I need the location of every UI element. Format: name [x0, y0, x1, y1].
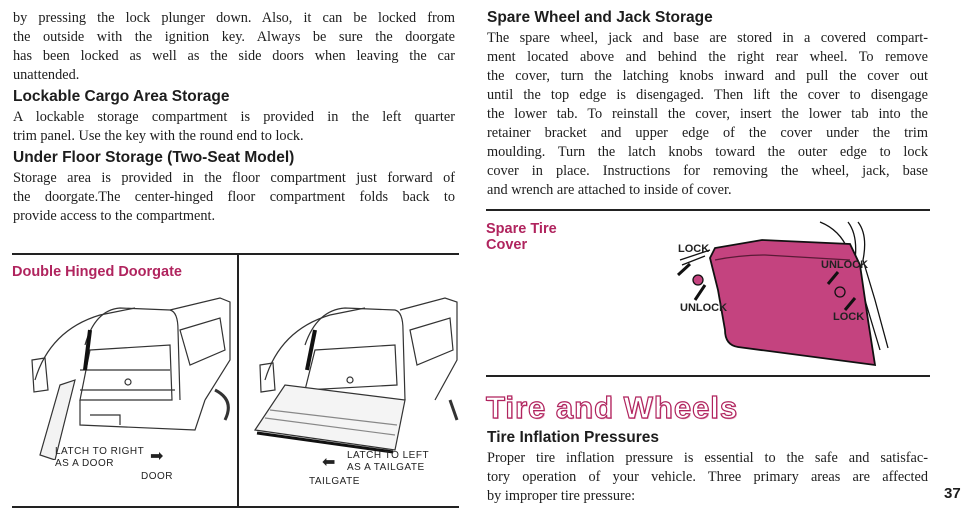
chapter-title: Tire and Wheels [485, 389, 739, 425]
body-line: by improper tire pressure: [487, 488, 636, 504]
divider [486, 209, 930, 211]
body-line: Storage area is provided in the floor co… [13, 170, 455, 186]
page-number: 37 [944, 485, 961, 502]
body-line: the lower tab. To reinstall the cover, i… [487, 106, 928, 122]
divider [12, 506, 459, 508]
caption-line: AS A DOOR [55, 458, 114, 469]
divider [12, 253, 459, 255]
doorgate-tailgate-illustration [253, 297, 459, 454]
section-heading: Tire Inflation Pressures [487, 429, 659, 446]
lock-label: LOCK [678, 243, 710, 255]
caption-line: AS A TAILGATE [347, 462, 425, 473]
body-line: the outside with the ignition key. Alway… [13, 29, 455, 45]
section-heading: Under Floor Storage (Two-Seat Model) [13, 149, 295, 166]
body-line: until the top edge is disengaged. Then l… [487, 87, 928, 103]
body-line: cover in place. Instructions for removin… [487, 163, 928, 179]
doorgate-door-illustration [31, 297, 231, 460]
body-line: A lockable storage compartment is provid… [13, 109, 455, 125]
body-line: moulding. Turn the latch knobs toward th… [487, 144, 928, 160]
figure-title: Spare Tire Cover [486, 221, 557, 253]
section-heading: Spare Wheel and Jack Storage [487, 9, 713, 26]
body-line: provide access to the compartment. [13, 208, 216, 224]
body-line: unattended. [13, 67, 80, 83]
body-line: tory operation of your vehicle. Three pr… [487, 469, 928, 485]
unlock-label: UNLOCK [821, 259, 869, 271]
body-line: trim panel. Use the key with the round e… [13, 128, 304, 144]
body-line: the doorgate.The center-hinged floor com… [13, 189, 455, 205]
door-caption: LATCH TO RIGHT AS A DOOR [55, 446, 144, 470]
figure-title-line: Cover [486, 237, 528, 253]
body-line: and wrench are attached to inside of cov… [487, 182, 732, 198]
left-column: by pressing the lock plunger down. Also,… [13, 9, 455, 226]
body-line: ment located above and behind the right … [487, 49, 928, 65]
body-line: by pressing the lock plunger down. Also,… [13, 10, 455, 26]
lock-label: LOCK [833, 311, 865, 323]
body-line: Proper tire inflation pressure is essent… [487, 450, 928, 466]
tailgate-label: TAILGATE [309, 476, 360, 487]
spare-tire-cover-illustration [676, 221, 889, 367]
unlock-label: UNLOCK [680, 302, 728, 314]
arrow-right-icon: ➡ [150, 448, 164, 465]
body-line: retainer bracket and upper edge of the c… [487, 125, 928, 141]
body-line: The spare wheel, jack and base are store… [487, 30, 928, 46]
tailgate-caption: LATCH TO LEFT AS A TAILGATE [347, 450, 429, 474]
section-heading: Lockable Cargo Area Storage [13, 88, 230, 105]
figure-title: Double Hinged Doorgate [12, 264, 182, 280]
caption-line: LATCH TO LEFT [347, 450, 430, 461]
figure-divider [237, 254, 239, 506]
divider [486, 375, 930, 377]
arrow-left-icon: ⬅ [322, 454, 336, 471]
body-line: the cover, turn the latching knobs inwar… [487, 68, 928, 84]
door-label: DOOR [141, 471, 173, 482]
figure-title-line: Spare Tire [486, 221, 557, 237]
tire-inflation-section: Tire Inflation Pressures Proper tire inf… [487, 426, 928, 506]
body-line: has been locked as well as the side door… [13, 48, 455, 64]
caption-line: LATCH TO RIGHT [55, 446, 145, 457]
right-column: Spare Wheel and Jack Storage The spare w… [487, 6, 928, 200]
